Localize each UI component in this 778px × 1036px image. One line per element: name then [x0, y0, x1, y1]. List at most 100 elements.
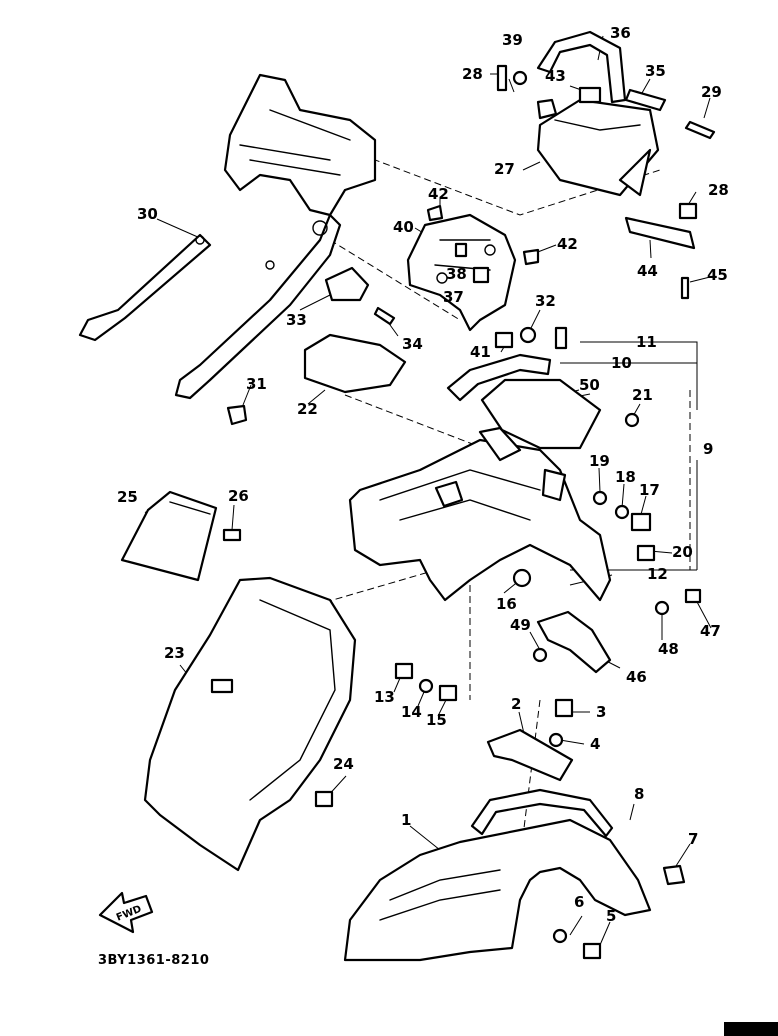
- callout-36: 36: [610, 24, 631, 42]
- callout-9: 9: [703, 440, 714, 458]
- callout-32: 32: [535, 292, 556, 310]
- bolt-11: [554, 326, 568, 350]
- callout-41: 41: [470, 343, 491, 361]
- grab-bar-36: [536, 30, 627, 104]
- inner-fender-23: [143, 576, 357, 872]
- callout-50: 50: [579, 376, 600, 394]
- callout-23: 23: [164, 644, 185, 662]
- callout-30: 30: [137, 205, 158, 223]
- callout-17: 17: [639, 481, 660, 499]
- callout-31: 31: [246, 375, 267, 393]
- callout-5: 5: [606, 907, 617, 925]
- callout-20: 20: [672, 543, 693, 561]
- bolt-41: [494, 331, 514, 349]
- flap-25: [120, 490, 218, 582]
- pad-22: [303, 333, 407, 394]
- callout-46: 46: [626, 668, 647, 686]
- screw-47: [684, 588, 702, 604]
- bracket-40: [406, 213, 517, 332]
- callout-6: 6: [574, 893, 585, 911]
- callout-29: 29: [701, 83, 722, 101]
- reflector-7: [662, 864, 686, 886]
- callout-1: 1: [401, 811, 412, 829]
- callout-37: 37: [443, 288, 464, 306]
- callout-2: 2: [511, 695, 522, 713]
- callout-11: 11: [636, 333, 657, 351]
- screw-24: [314, 790, 334, 808]
- pin-29: [684, 120, 716, 140]
- callout-16: 16: [496, 595, 517, 613]
- callout-7: 7: [688, 830, 699, 848]
- callout-43: 43: [545, 67, 566, 85]
- bracket-46: [536, 610, 612, 674]
- nut-15: [438, 684, 458, 702]
- washer-18: [614, 504, 630, 520]
- callout-4: 4: [590, 735, 601, 753]
- callout-35: 35: [645, 62, 666, 80]
- callout-24: 24: [333, 755, 354, 773]
- callout-34: 34: [402, 335, 423, 353]
- washer-48: [654, 600, 670, 616]
- bolt-37: [472, 266, 490, 284]
- bracket-33: [324, 266, 396, 326]
- bolt-31: [226, 404, 248, 426]
- callout-13: 13: [374, 688, 395, 706]
- callout-14: 14: [401, 703, 422, 721]
- callout-26: 26: [228, 487, 249, 505]
- nut-16: [512, 568, 532, 588]
- bushing-43: [536, 86, 602, 120]
- forward-arrow-icon: FWD: [98, 891, 154, 934]
- bolt-28-top: [496, 64, 508, 92]
- rack-27: [536, 98, 660, 197]
- callout-18: 18: [615, 468, 636, 486]
- nut-32: [519, 326, 537, 344]
- callout-40: 40: [393, 218, 414, 236]
- callout-28b: 28: [708, 181, 729, 199]
- rear-fender-assembly-9: [348, 426, 612, 602]
- callout-27: 27: [494, 160, 515, 178]
- callout-49: 49: [510, 616, 531, 634]
- bolt-3: [554, 698, 574, 718]
- collar-4: [548, 732, 564, 748]
- callout-8: 8: [634, 785, 645, 803]
- callout-39: 39: [502, 31, 523, 49]
- callout-28a: 28: [462, 65, 483, 83]
- callout-42a: 42: [428, 185, 449, 203]
- callout-42b: 42: [557, 235, 578, 253]
- bolt-17: [630, 512, 652, 532]
- plate-35: [624, 88, 667, 112]
- callout-12: 12: [647, 565, 668, 583]
- washer-14: [418, 678, 434, 694]
- side-bracket-left: [78, 73, 377, 400]
- collar-21: [624, 412, 640, 428]
- drawing-code: 3BY1361-8210: [98, 953, 210, 968]
- callout-47: 47: [700, 622, 721, 640]
- callout-25: 25: [117, 488, 138, 506]
- clamp-10: [446, 353, 552, 402]
- cap-42a: [426, 204, 444, 222]
- callout-48: 48: [658, 640, 679, 658]
- bolt-45: [680, 276, 690, 300]
- bolt-5: [582, 942, 602, 960]
- callout-15: 15: [426, 711, 447, 729]
- nut-20: [636, 544, 656, 562]
- nut-39: [512, 70, 528, 86]
- bracket-2: [486, 728, 574, 782]
- callout-3: 3: [596, 703, 607, 721]
- damper-19: [592, 490, 608, 506]
- cover-50: [480, 378, 602, 450]
- nut-49: [532, 647, 548, 663]
- clip-26: [222, 528, 242, 542]
- callout-38: 38: [446, 265, 467, 283]
- cap-42b: [522, 248, 540, 266]
- bolt-28-right: [678, 202, 698, 220]
- bolt-13: [394, 662, 414, 680]
- callout-21: 21: [632, 386, 653, 404]
- nut-38: [454, 242, 468, 258]
- corner-mark: [724, 1022, 778, 1036]
- callout-19: 19: [589, 452, 610, 470]
- washer-6: [552, 928, 568, 944]
- fender-stay-8: [470, 788, 614, 838]
